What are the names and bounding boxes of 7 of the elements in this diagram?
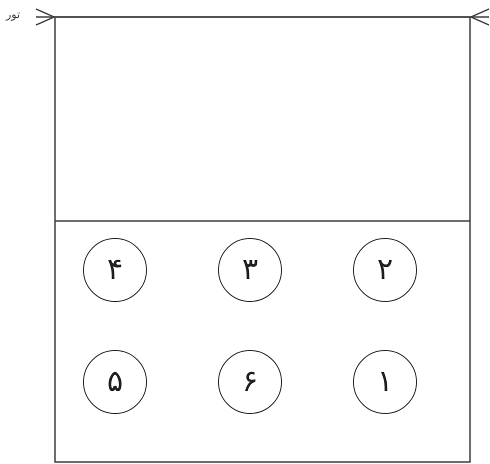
position-number: ۶ [242,367,258,397]
position-number: ۲ [376,255,394,285]
position-number: ۴ [106,255,124,285]
position-number: ۵ [106,367,124,397]
net-label: تور [6,8,20,21]
position-number: ۳ [242,255,258,285]
position-number: ۱ [376,367,394,397]
